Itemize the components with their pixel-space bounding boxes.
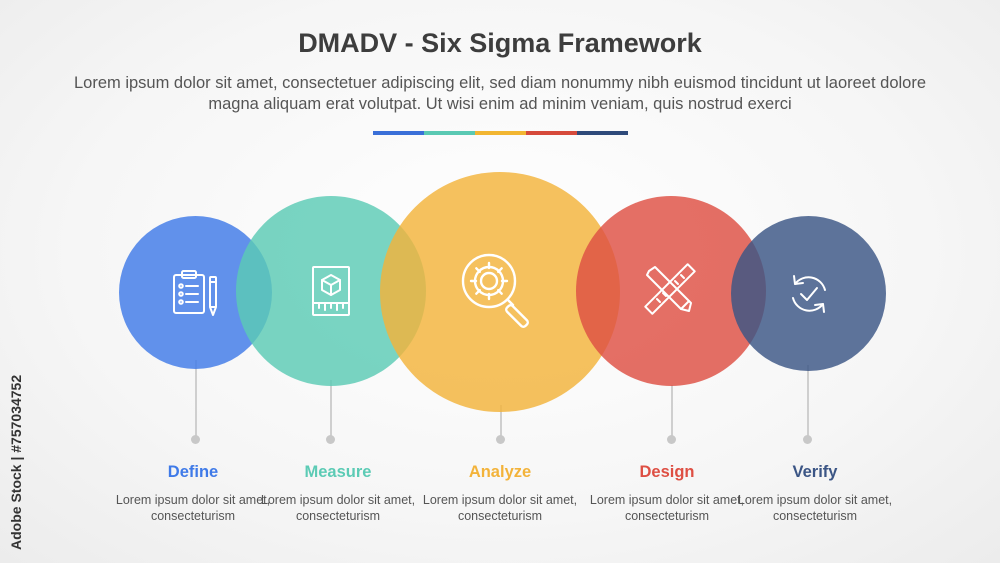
connector-analyze <box>500 405 502 438</box>
step-title-verify: Verify <box>792 463 838 481</box>
connector-dot-measure <box>326 435 335 444</box>
step-title-analyze: Analyze <box>468 463 532 481</box>
step-desc-verify: Lorem ipsum dolor sit amet, consecteturi… <box>737 493 893 523</box>
connector-dot-define <box>191 435 200 444</box>
connector-verify <box>807 365 809 438</box>
divider-segment-2 <box>424 131 475 135</box>
step-desc-design: Lorem ipsum dolor sit amet, consecteturi… <box>589 493 745 523</box>
pencil-ruler-icon <box>644 263 696 315</box>
divider-segment-5 <box>577 131 628 135</box>
gear-magnifier-icon <box>461 253 529 328</box>
connector-dot-verify <box>803 435 812 444</box>
color-divider <box>373 131 628 135</box>
step-title-measure: Measure <box>304 463 372 481</box>
circle-verify <box>731 216 886 371</box>
divider-segment-3 <box>475 131 526 135</box>
stock-watermark: Adobe Stock | #757034752 <box>8 330 28 550</box>
connector-dot-analyze <box>496 435 505 444</box>
step-desc-analyze: Lorem ipsum dolor sit amet, consecteturi… <box>422 493 578 523</box>
connector-measure <box>330 380 332 438</box>
page-title: DMADV - Six Sigma Framework <box>298 28 702 58</box>
divider-segment-4 <box>526 131 577 135</box>
step-title-design: Design <box>639 463 695 481</box>
box-ruler-icon <box>312 266 350 316</box>
divider-segment-1 <box>373 131 424 135</box>
refresh-check-icon <box>791 274 826 313</box>
connector-design <box>671 385 673 438</box>
connector-dot-design <box>667 435 676 444</box>
page-subtitle: Lorem ipsum dolor sit amet, consectetuer… <box>73 74 927 113</box>
clipboard-pencil-icon <box>172 269 217 316</box>
step-title-define: Define <box>167 463 219 481</box>
step-desc-measure: Lorem ipsum dolor sit amet, consecteturi… <box>260 493 416 523</box>
watermark-text: Adobe Stock | #757034752 <box>8 374 24 550</box>
step-desc-define: Lorem ipsum dolor sit amet, consecteturi… <box>115 493 271 523</box>
connector-define <box>195 360 197 438</box>
